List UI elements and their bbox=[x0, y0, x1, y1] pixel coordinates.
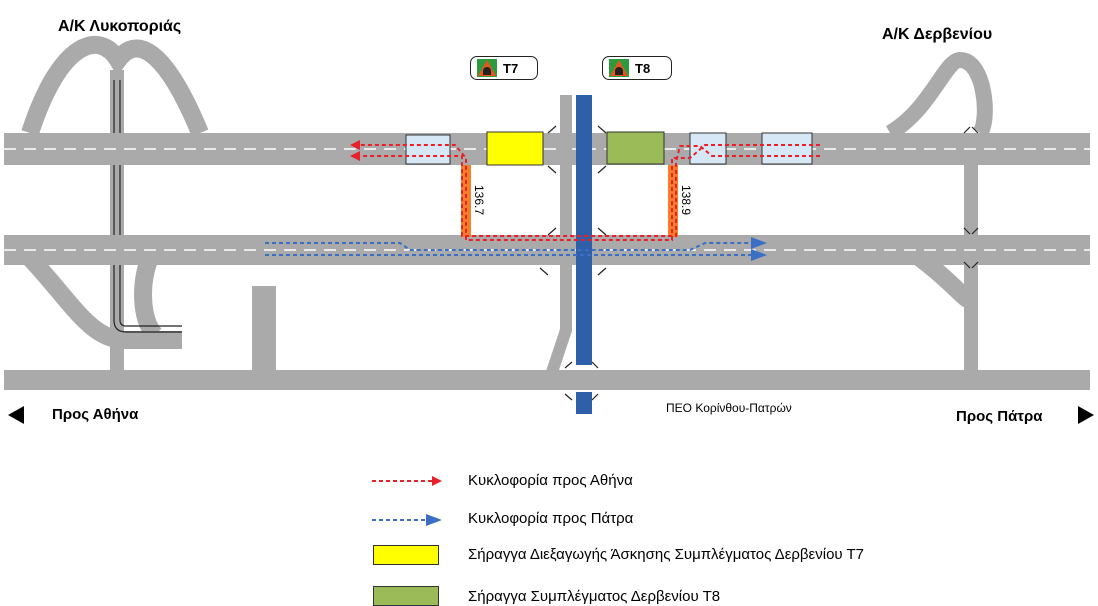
legend-yellow-text: Σήραγγα Διεξαγωγής Άσκησης Συμπλέγματος … bbox=[468, 546, 865, 563]
arrow-right-icon bbox=[1078, 406, 1094, 424]
left-connector bbox=[110, 70, 124, 390]
bridge-markers bbox=[539, 125, 979, 401]
direction-left: Προς Αθήνα bbox=[52, 406, 139, 423]
tunnel-t7 bbox=[486, 131, 544, 166]
node-label-left: Α/Κ Λυκοποριάς bbox=[58, 18, 182, 35]
barrier-box-left bbox=[405, 134, 451, 165]
left-connector-lines bbox=[113, 80, 182, 333]
tunnel-t8 bbox=[606, 131, 665, 165]
sign-t7: T7 bbox=[470, 56, 538, 80]
tunnel-warning-icon bbox=[477, 59, 497, 77]
legend-blue-text: Κυκλοφορία προς Πάτρα bbox=[468, 510, 634, 527]
red-traffic-line-1 bbox=[350, 140, 820, 241]
km-label-left: 136.7 bbox=[472, 185, 486, 215]
red-traffic-line-2 bbox=[350, 145, 820, 237]
node-label-right: Α/Κ Δερβενίου bbox=[882, 26, 993, 43]
blue-traffic-line-1 bbox=[265, 237, 767, 251]
km-label-right: 138.9 bbox=[679, 185, 693, 215]
left-stub-road bbox=[252, 286, 276, 386]
legend-green-swatch bbox=[373, 586, 439, 606]
left-interchange-loop bbox=[21, 36, 209, 137]
barrier-box-right bbox=[761, 132, 813, 165]
river-strip bbox=[576, 95, 592, 365]
crossover-right bbox=[668, 165, 678, 237]
sign-t8: T8 bbox=[602, 56, 672, 80]
sign-t7-label: T7 bbox=[503, 60, 519, 76]
tunnel-warning-icon bbox=[609, 59, 629, 77]
side-road bbox=[546, 95, 572, 374]
arrow-left-icon bbox=[8, 406, 24, 424]
barrier-box-mid bbox=[689, 132, 727, 165]
sign-t8-label: T8 bbox=[635, 60, 651, 76]
old-road-label: ΠΕΟ Κορίνθου-Πατρών bbox=[666, 401, 792, 415]
left-interchange-curve bbox=[134, 254, 163, 342]
legend-yellow-swatch bbox=[373, 545, 439, 565]
legend-green-text: Σήραγγα Συμπλέγματος Δερβενίου Τ8 bbox=[468, 588, 721, 605]
legend-red-text: Κυκλοφορία προς Αθήνα bbox=[468, 472, 633, 489]
right-interchange-loop bbox=[885, 51, 993, 140]
old-national-road bbox=[4, 370, 1090, 390]
river-lower bbox=[576, 392, 592, 414]
direction-right: Προς Πάτρα bbox=[956, 408, 1043, 425]
